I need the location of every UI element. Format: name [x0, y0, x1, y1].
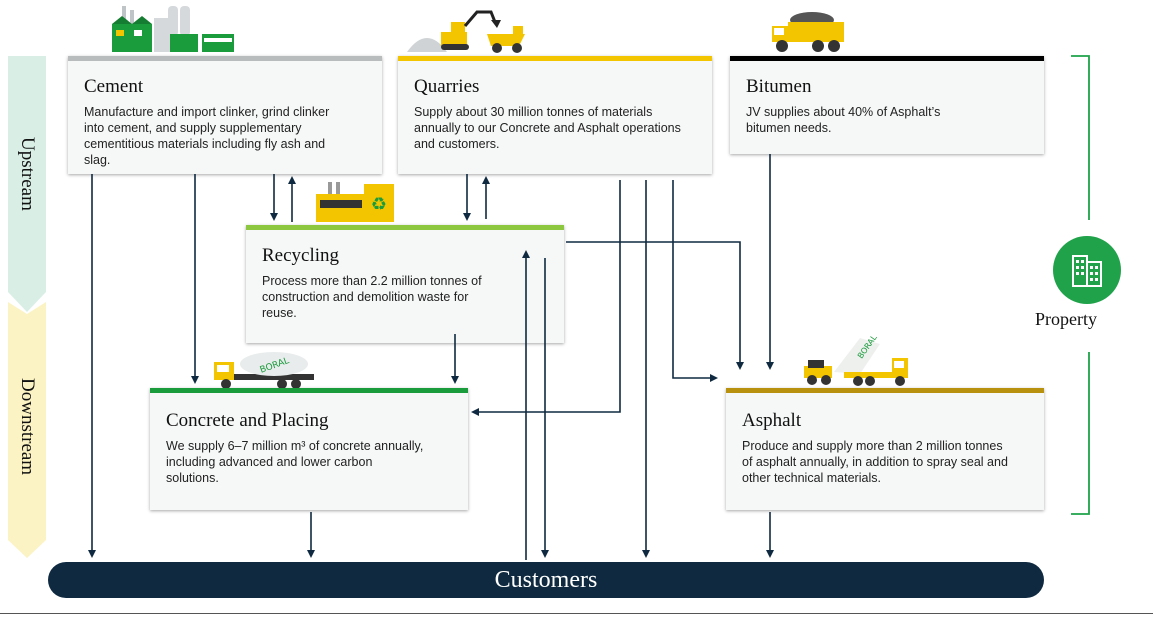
downstream-band: Downstream [8, 302, 46, 558]
customers-bar: Customers [48, 562, 1044, 598]
upstream-band: Upstream [8, 56, 46, 312]
asphalt-tipper-truck-icon: BORAL [804, 334, 908, 386]
cement-factory-icon [112, 6, 234, 52]
concrete-card: Concrete and Placing We supply 6–7 milli… [150, 388, 468, 510]
upstream-band-shape [8, 56, 46, 312]
bitumen-color-bar [730, 56, 1044, 61]
upstream-label: Upstream [17, 137, 38, 211]
arrow-recycling-to-asphalt [566, 241, 744, 370]
cement-text: Manufacture and import clinker, grind cl… [84, 105, 330, 167]
quarries-card: Quarries Supply about 30 million tonnes … [398, 56, 712, 174]
property-label: Property [1035, 309, 1097, 329]
bitumen-text: JV supplies about 40% of Asphalt’s bitum… [746, 105, 941, 135]
customers-label: Customers [494, 566, 598, 593]
bitumen-title: Bitumen [746, 76, 812, 97]
asphalt-card: Asphalt Produce and supply more than 2 m… [726, 388, 1044, 510]
asphalt-title: Asphalt [742, 410, 802, 431]
concrete-color-bar [150, 388, 468, 393]
cement-card: Cement Manufacture and import clinker, g… [68, 56, 382, 174]
quarries-text: Supply about 30 million tonnes of materi… [414, 105, 681, 151]
cement-color-bar [68, 56, 382, 61]
dump-truck-icon [772, 12, 844, 52]
asphalt-color-bar [726, 388, 1044, 393]
arrow-quarries-to-asphalt [672, 180, 718, 382]
recycling-title: Recycling [262, 245, 340, 266]
quarries-color-bar [398, 56, 712, 61]
recycling-text: Process more than 2.2 million tonnes of … [262, 274, 482, 320]
footer-divider [0, 613, 1153, 614]
recycling-card: Recycling Process more than 2.2 million … [246, 225, 564, 343]
bitumen-card: Bitumen JV supplies about 40% of Asphalt… [730, 56, 1044, 154]
downstream-band-shape [8, 302, 46, 558]
concrete-mixer-truck-icon: BORAL [214, 352, 314, 389]
recycling-plant-icon: ♻ [316, 182, 394, 222]
concrete-text: We supply 6–7 million m³ of concrete ann… [166, 439, 424, 485]
asphalt-text: Produce and supply more than 2 million t… [742, 439, 1008, 485]
building-icon [1072, 255, 1102, 287]
concrete-title: Concrete and Placing [166, 410, 329, 431]
property-icon [1053, 236, 1121, 304]
downstream-label: Downstream [17, 378, 38, 476]
recycling-color-bar [246, 225, 564, 230]
property-bracket [1071, 55, 1090, 515]
svg-text:♻: ♻ [371, 194, 387, 215]
arrow-quarries-to-concrete [471, 180, 621, 416]
quarries-title: Quarries [414, 76, 480, 97]
excavator-icon [407, 10, 525, 53]
cement-title: Cement [84, 76, 144, 97]
